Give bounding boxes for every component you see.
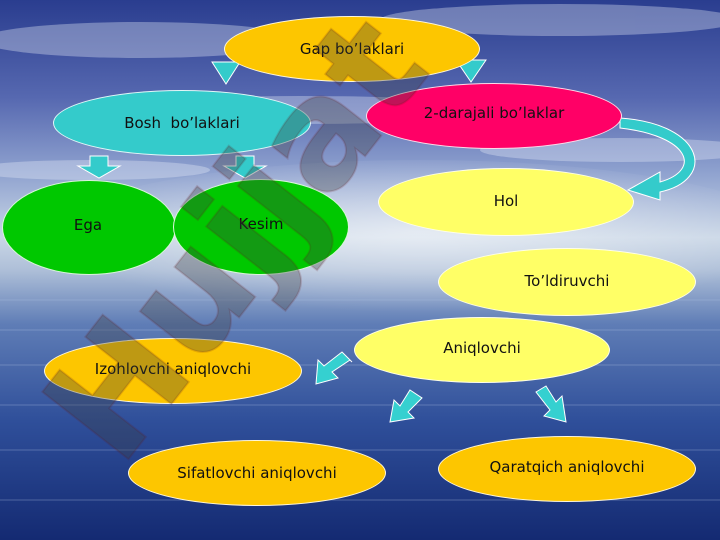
node-possessive: Qaratqich aniqlovchi xyxy=(438,436,696,502)
node-attribute: Aniqlovchi xyxy=(354,317,610,383)
node-attribute-label: Aniqlovchi xyxy=(443,339,521,357)
node-root-label: Gap bo’laklari xyxy=(299,40,405,58)
node-secondary-parts-label: 2-darajali bo’laklar xyxy=(423,104,565,122)
arrow-main-to-subject xyxy=(76,155,122,179)
node-object-label: To’ldiruvchi xyxy=(524,272,610,290)
node-possessive-label: Qaratqich aniqlovchi xyxy=(489,458,645,476)
arrow-main-to-predicate xyxy=(222,155,268,179)
node-subject: Ega xyxy=(2,180,176,275)
node-main-parts-label: Bosh bo’laklari xyxy=(124,114,240,132)
node-secondary-parts: 2-darajali bo’laklar xyxy=(366,83,622,149)
node-root: Gap bo’laklari xyxy=(224,16,480,82)
node-appositive-label: Izohlovchi aniqlovchi xyxy=(94,360,252,378)
node-predicate-label: Kesim xyxy=(238,215,284,233)
node-adjectival-label: Sifatlovchi aniqlovchi xyxy=(177,464,337,482)
node-predicate: Kesim xyxy=(173,179,349,275)
arrow-root-to-main xyxy=(211,61,241,85)
node-adverbial: Hol xyxy=(378,168,634,236)
node-adverbial-label: Hol xyxy=(493,192,519,210)
node-appositive: Izohlovchi aniqlovchi xyxy=(44,338,302,404)
arrow-secondary-to-adverbial xyxy=(619,117,696,201)
node-object: To’ldiruvchi xyxy=(438,248,696,316)
arrow-attribute-to-possessive xyxy=(535,385,567,423)
arrow-attribute-to-appositive xyxy=(315,351,353,385)
node-subject-label: Ega xyxy=(73,215,103,234)
node-main-parts: Bosh bo’laklari xyxy=(53,90,311,156)
node-adjectival: Sifatlovchi aniqlovchi xyxy=(128,440,386,506)
arrow-attribute-to-adjectival xyxy=(389,389,423,423)
